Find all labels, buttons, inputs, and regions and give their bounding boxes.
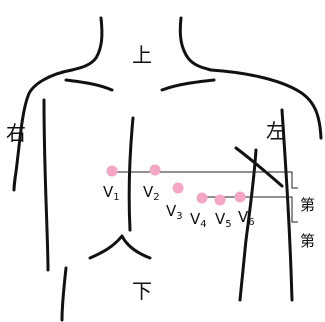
lead-dot-v4 bbox=[197, 193, 208, 204]
neck-right-line bbox=[180, 18, 211, 70]
lead-dot-v6 bbox=[235, 192, 246, 203]
lead-label-v1: V1 bbox=[103, 183, 120, 203]
lead-label-v5: V5 bbox=[215, 210, 232, 230]
direction-label-bottom: 下 bbox=[132, 279, 152, 303]
lead-label-v2: V2 bbox=[143, 183, 160, 203]
left-clavicle-line bbox=[162, 80, 214, 90]
right-arm-inner-line bbox=[44, 100, 48, 270]
sternum-line bbox=[129, 118, 133, 230]
lead-label-v4: V4 bbox=[190, 210, 207, 230]
lead-dot-v1 bbox=[107, 166, 118, 177]
torso-outline bbox=[14, 18, 321, 320]
lead-electrode-dots bbox=[107, 165, 246, 206]
lead-label-v3: V3 bbox=[166, 202, 183, 222]
ribcage-arch-line bbox=[90, 236, 150, 258]
neck-left-line bbox=[72, 18, 102, 70]
lower-body-line bbox=[62, 268, 66, 320]
lead-dot-v2 bbox=[150, 165, 161, 176]
right-clavicle-line bbox=[66, 80, 112, 90]
lead-label-v6: V6 bbox=[238, 208, 255, 228]
lead-dot-v3 bbox=[173, 183, 184, 194]
heart-contour-line bbox=[236, 148, 282, 186]
direction-label-right-side: 右 bbox=[6, 121, 26, 145]
direction-label-left-side: 左 bbox=[266, 119, 286, 143]
lead-dot-v5 bbox=[215, 195, 226, 206]
rib-label-fifth: 第 bbox=[300, 232, 315, 250]
rib-label-fourth: 第 bbox=[300, 196, 315, 214]
direction-label-top: 上 bbox=[132, 43, 152, 67]
